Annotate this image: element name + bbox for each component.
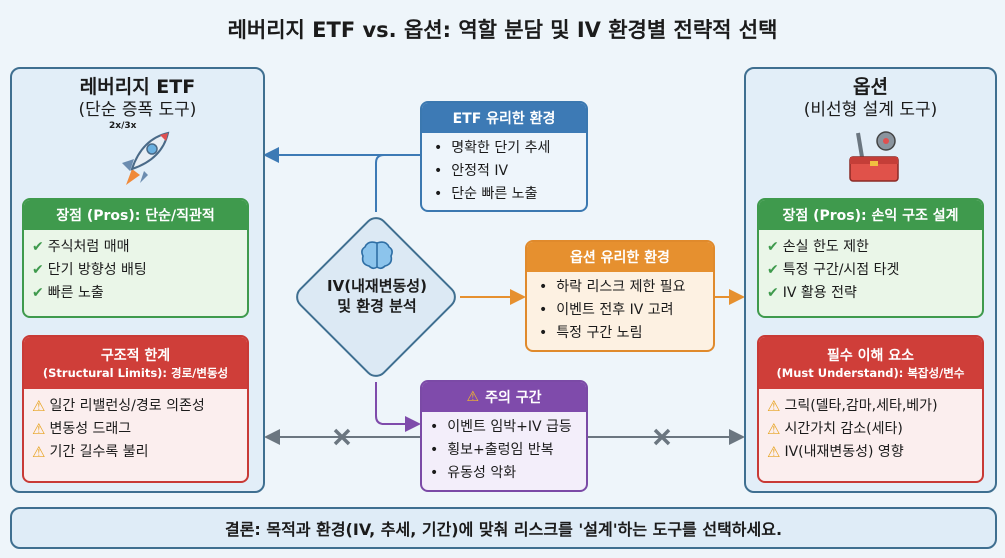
list-item: ✔주식처럼 매매	[32, 236, 239, 259]
toolbox-icon	[746, 121, 995, 201]
panel-title: 레버리지 ETF	[79, 76, 196, 98]
item-text: 일간 리밸런싱/경로 의존성	[49, 398, 205, 414]
list-item: 명확한 단기 추세	[434, 137, 574, 160]
warning-icon: ⚠	[466, 389, 480, 405]
rocket-label: 2x/3x	[109, 121, 137, 131]
check-icon: ✔	[767, 262, 779, 278]
item-text: 기간 길수록 불리	[49, 444, 149, 460]
page-title: 레버리지 ETF vs. 옵션: 역할 분담 및 IV 환경별 전략적 선택	[227, 18, 778, 42]
box-header: ETF 유리한 환경	[422, 103, 586, 133]
analysis-line1: IV(내재변동성)	[327, 277, 427, 295]
item-text: 손실 한도 제한	[782, 239, 869, 255]
warning-icon: ⚠	[767, 420, 781, 438]
list-item: ⚠일간 리밸런싱/경로 의존성	[32, 395, 239, 418]
item-text: 단기 방향성 배팅	[47, 262, 147, 278]
item-text: 특정 구간/시점 타겟	[782, 262, 900, 278]
panel-title: 옵션	[853, 76, 888, 98]
line-diamond-to-etf-env	[375, 154, 385, 212]
list-item: 단순 빠른 노출	[434, 183, 574, 206]
panel-subtitle: (단순 증폭 도구)	[78, 100, 197, 120]
item-text: 빠른 노출	[47, 285, 104, 301]
list-item: ✔IV 활용 전략	[767, 282, 974, 305]
item-text: 변동성 드래그	[49, 421, 132, 437]
list-item: ⚠IV(내재변동성) 영향	[767, 441, 974, 464]
header-line1: 구조적 한계	[100, 348, 171, 364]
box-header: ⚠ 주의 구간	[422, 382, 586, 412]
header-line2: (Structural Limits): 경로/변동성	[42, 366, 229, 380]
box-header: 옵션 유리한 환경	[527, 242, 713, 272]
item-text: 주식처럼 매매	[47, 239, 130, 255]
list-item: ⚠시간가치 감소(세타)	[767, 418, 974, 441]
list-item: ✔빠른 노출	[32, 282, 239, 305]
item-text: 시간가치 감소(세타)	[784, 421, 903, 437]
check-icon: ✔	[32, 239, 44, 255]
check-icon: ✔	[32, 262, 44, 278]
header-line1: 필수 이해 요소	[826, 348, 915, 364]
item-text: 그릭(델타,감마,세타,베가)	[784, 398, 938, 414]
warning-icon: ⚠	[32, 443, 46, 461]
list-item: ✔손실 한도 제한	[767, 236, 974, 259]
panel-subtitle: (비선형 설계 도구)	[803, 100, 938, 120]
check-icon: ✔	[767, 239, 779, 255]
list-item: ⚠기간 길수록 불리	[32, 441, 239, 464]
caution-zone-box: ⚠ 주의 구간 이벤트 임박+IV 급등 횡보+출렁임 반복 유동성 악화	[420, 380, 588, 492]
list-item: 유동성 악화	[430, 462, 578, 485]
option-favorable-env-box: 옵션 유리한 환경 하락 리스크 제한 필요 이벤트 전후 IV 고려 특정 구…	[525, 240, 715, 352]
options-must-understand-box: 필수 이해 요소(Must Understand): 복잡성/변수 ⚠그릭(델타…	[757, 335, 984, 483]
item-text: IV 활용 전략	[782, 285, 857, 301]
list-item: ⚠그릭(델타,감마,세타,베가)	[767, 395, 974, 418]
list-item: 이벤트 전후 IV 고려	[539, 299, 701, 322]
list-item: 안정적 IV	[434, 160, 574, 183]
box-header: 필수 이해 요소 (Must Understand): 복잡성/변수	[759, 337, 982, 389]
warning-icon: ⚠	[32, 397, 46, 415]
warning-icon: ⚠	[767, 397, 781, 415]
box-header: 구조적 한계 (Structural Limits): 경로/변동성	[24, 337, 247, 389]
analysis-line2: 및 환경 분석	[337, 297, 417, 315]
list-item: 특정 구간 노림	[539, 322, 701, 345]
warning-icon: ⚠	[767, 443, 781, 461]
list-item: ✔특정 구간/시점 타겟	[767, 259, 974, 282]
analysis-label: IV(내재변동성) 및 환경 분석	[292, 276, 462, 316]
list-item: 이벤트 임박+IV 급등	[430, 416, 578, 439]
etf-limits-box: 구조적 한계(Structural Limits): 경로/변동성 ⚠일간 리밸…	[22, 335, 249, 483]
conclusion-bar: 결론: 목적과 환경(IV, 추세, 기간)에 맞춰 리스크를 '설계'하는 도…	[10, 507, 997, 549]
warning-icon: ⚠	[32, 420, 46, 438]
list-item: ⚠변동성 드래그	[32, 418, 239, 441]
list-item: ✔단기 방향성 배팅	[32, 259, 239, 282]
list-item: 하락 리스크 제한 필요	[539, 276, 701, 299]
check-icon: ✔	[32, 285, 44, 301]
box-header: 장점 (Pros): 손익 구조 설계	[759, 200, 982, 230]
list-item: 횡보+출렁임 반복	[430, 439, 578, 462]
check-icon: ✔	[767, 285, 779, 301]
etf-favorable-env-box: ETF 유리한 환경 명확한 단기 추세 안정적 IV 단순 빠른 노출	[420, 101, 588, 212]
header-text: 주의 구간	[485, 390, 542, 406]
item-text: IV(내재변동성) 영향	[784, 444, 904, 460]
rocket-icon: 2x/3x	[12, 121, 263, 201]
brain-icon	[361, 241, 393, 270]
box-header: 장점 (Pros): 단순/직관적	[24, 200, 247, 230]
options-pros-box: 장점 (Pros): 손익 구조 설계 ✔손실 한도 제한 ✔특정 구간/시점 …	[757, 198, 984, 318]
arrow-to-caution	[375, 382, 421, 432]
x-mark-icon	[333, 428, 671, 446]
header-line2: (Must Understand): 복잡성/변수	[776, 366, 965, 380]
etf-pros-box: 장점 (Pros): 단순/직관적 ✔주식처럼 매매 ✔단기 방향성 배팅 ✔빠…	[22, 198, 249, 318]
